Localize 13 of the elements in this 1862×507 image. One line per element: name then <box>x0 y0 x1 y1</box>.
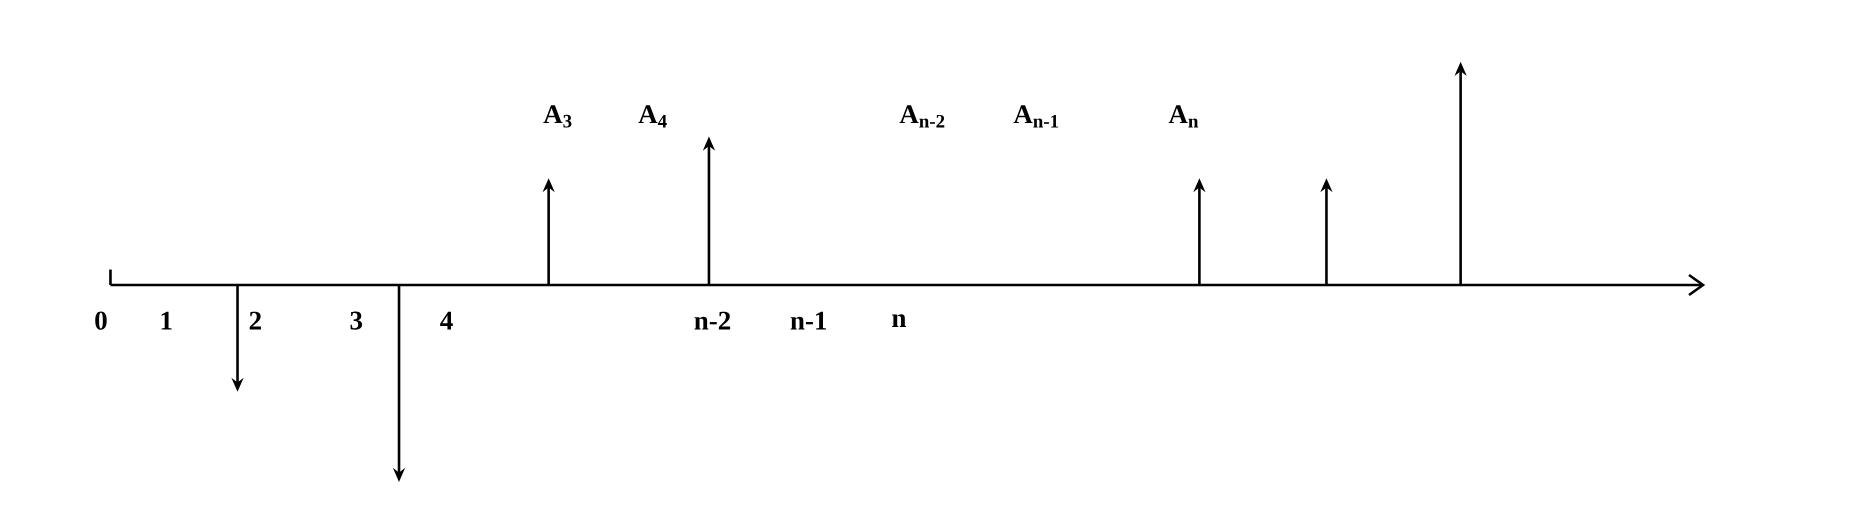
period-number: n-1 <box>790 311 827 330</box>
flow-label: A$_{n}$ <box>1168 105 1199 128</box>
flow-label: A$_{3}$ <box>543 105 572 128</box>
period-number: 3 <box>350 311 363 330</box>
flow-label: A$_{4}$ <box>638 105 667 128</box>
period-number: n-2 <box>694 311 731 330</box>
period-number: 1 <box>161 311 172 330</box>
flow-label: A$_{n-2}$ <box>899 105 945 128</box>
flow-label: A$_{n-1}$ <box>1013 105 1059 128</box>
period-number: 4 <box>440 311 453 330</box>
period-number: n <box>892 314 907 327</box>
period-number: 0 <box>95 311 107 330</box>
period-number: 2 <box>249 311 261 330</box>
